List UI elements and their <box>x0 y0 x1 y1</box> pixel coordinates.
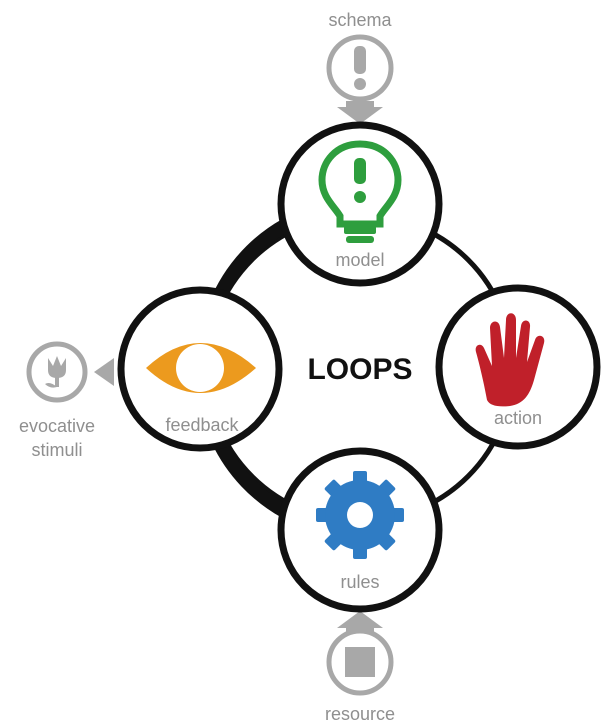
resource-arrow <box>337 611 383 628</box>
evocative-label-line2: stimuli <box>31 440 82 460</box>
rules-node: rules <box>277 447 443 613</box>
evocative-external: evocative stimuli <box>19 341 114 460</box>
resource-label: resource <box>325 704 395 724</box>
lightbulb-icon <box>318 140 402 243</box>
resource-external: resource <box>325 611 395 724</box>
model-node: model <box>277 121 443 287</box>
action-node: action <box>435 284 601 450</box>
feedback-label: feedback <box>165 415 239 435</box>
flower-icon <box>45 356 66 388</box>
model-label: model <box>335 250 384 270</box>
action-label: action <box>494 408 542 428</box>
loop-arc-lower-left <box>211 436 290 519</box>
exclamation-icon <box>354 46 366 90</box>
square-icon <box>345 647 375 677</box>
gear-icon <box>316 471 404 559</box>
schema-arrow <box>337 107 383 124</box>
hand-icon <box>475 313 545 407</box>
feedback-node: feedback <box>117 286 283 452</box>
evocative-label-line1: evocative <box>19 416 95 436</box>
evocative-arrow <box>94 358 114 386</box>
eye-icon <box>146 343 256 393</box>
schema-label: schema <box>328 10 392 30</box>
rules-label: rules <box>340 572 379 592</box>
schema-connector <box>346 101 374 109</box>
schema-external: schema <box>326 10 394 124</box>
loops-title: LOOPS <box>307 353 412 386</box>
